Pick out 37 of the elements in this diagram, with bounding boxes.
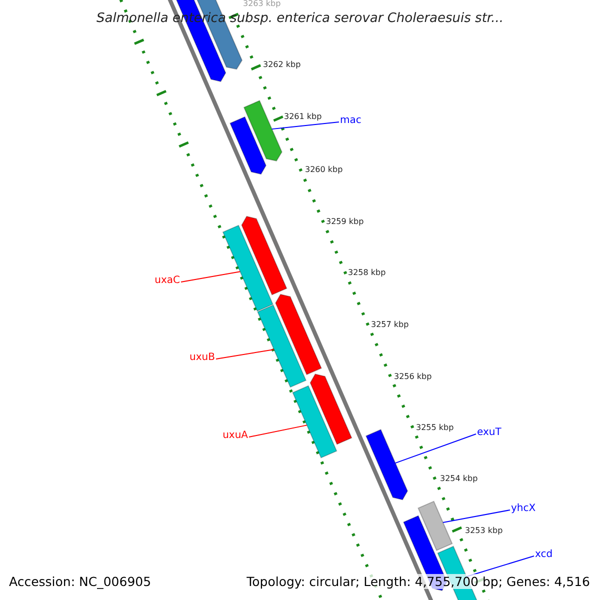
gene-label: yhcX bbox=[511, 503, 536, 514]
scale-label: 3262 kbp bbox=[263, 60, 301, 69]
gene-label: uxuA bbox=[222, 430, 248, 441]
gene-label: xcd bbox=[535, 549, 553, 560]
info-text: Accession: NC_006905 bbox=[9, 574, 152, 589]
leader-line bbox=[180, 271, 241, 282]
gene-label: uxaC bbox=[154, 275, 180, 286]
scale-label: 3263 kbp bbox=[243, 0, 281, 8]
scale-label: 3256 kbp bbox=[394, 372, 432, 381]
leader-line bbox=[442, 510, 510, 523]
gene-feature bbox=[275, 294, 322, 376]
gene-label: mac bbox=[340, 115, 362, 126]
scale-label: 3253 kbp bbox=[465, 526, 503, 535]
gene-feature bbox=[229, 116, 266, 175]
gene-feature bbox=[292, 385, 338, 458]
scale-label: 3258 kbp bbox=[348, 268, 386, 277]
gene-feature bbox=[222, 224, 274, 312]
gene-feature bbox=[365, 428, 408, 500]
gene-label: uxuB bbox=[190, 352, 215, 363]
info-text: Topology: circular; Length: 4,755,700 bp; Genes: 4,516 bbox=[246, 574, 590, 589]
scale-label: 3255 kbp bbox=[416, 423, 454, 432]
gene-feature bbox=[241, 216, 288, 296]
scale-label: 3260 kbp bbox=[305, 165, 343, 174]
leader-line bbox=[271, 122, 340, 130]
leader-line bbox=[248, 424, 308, 438]
gene-feature bbox=[418, 500, 453, 552]
scale-label: 3259 kbp bbox=[326, 217, 364, 226]
gene-label: exuT bbox=[477, 427, 502, 438]
gene-feature bbox=[310, 374, 352, 445]
title: Salmonella enterica subsp. enterica serovar Choleraesuis str... bbox=[96, 11, 504, 26]
leader-line bbox=[394, 434, 476, 464]
scale-label: 3254 kbp bbox=[440, 474, 478, 483]
leader-line bbox=[216, 349, 274, 360]
gene-feature bbox=[257, 304, 307, 388]
scale-label: 3261 kbp bbox=[284, 112, 322, 121]
scale-label: 3257 kbp bbox=[371, 320, 409, 329]
gene-feature bbox=[243, 100, 282, 162]
